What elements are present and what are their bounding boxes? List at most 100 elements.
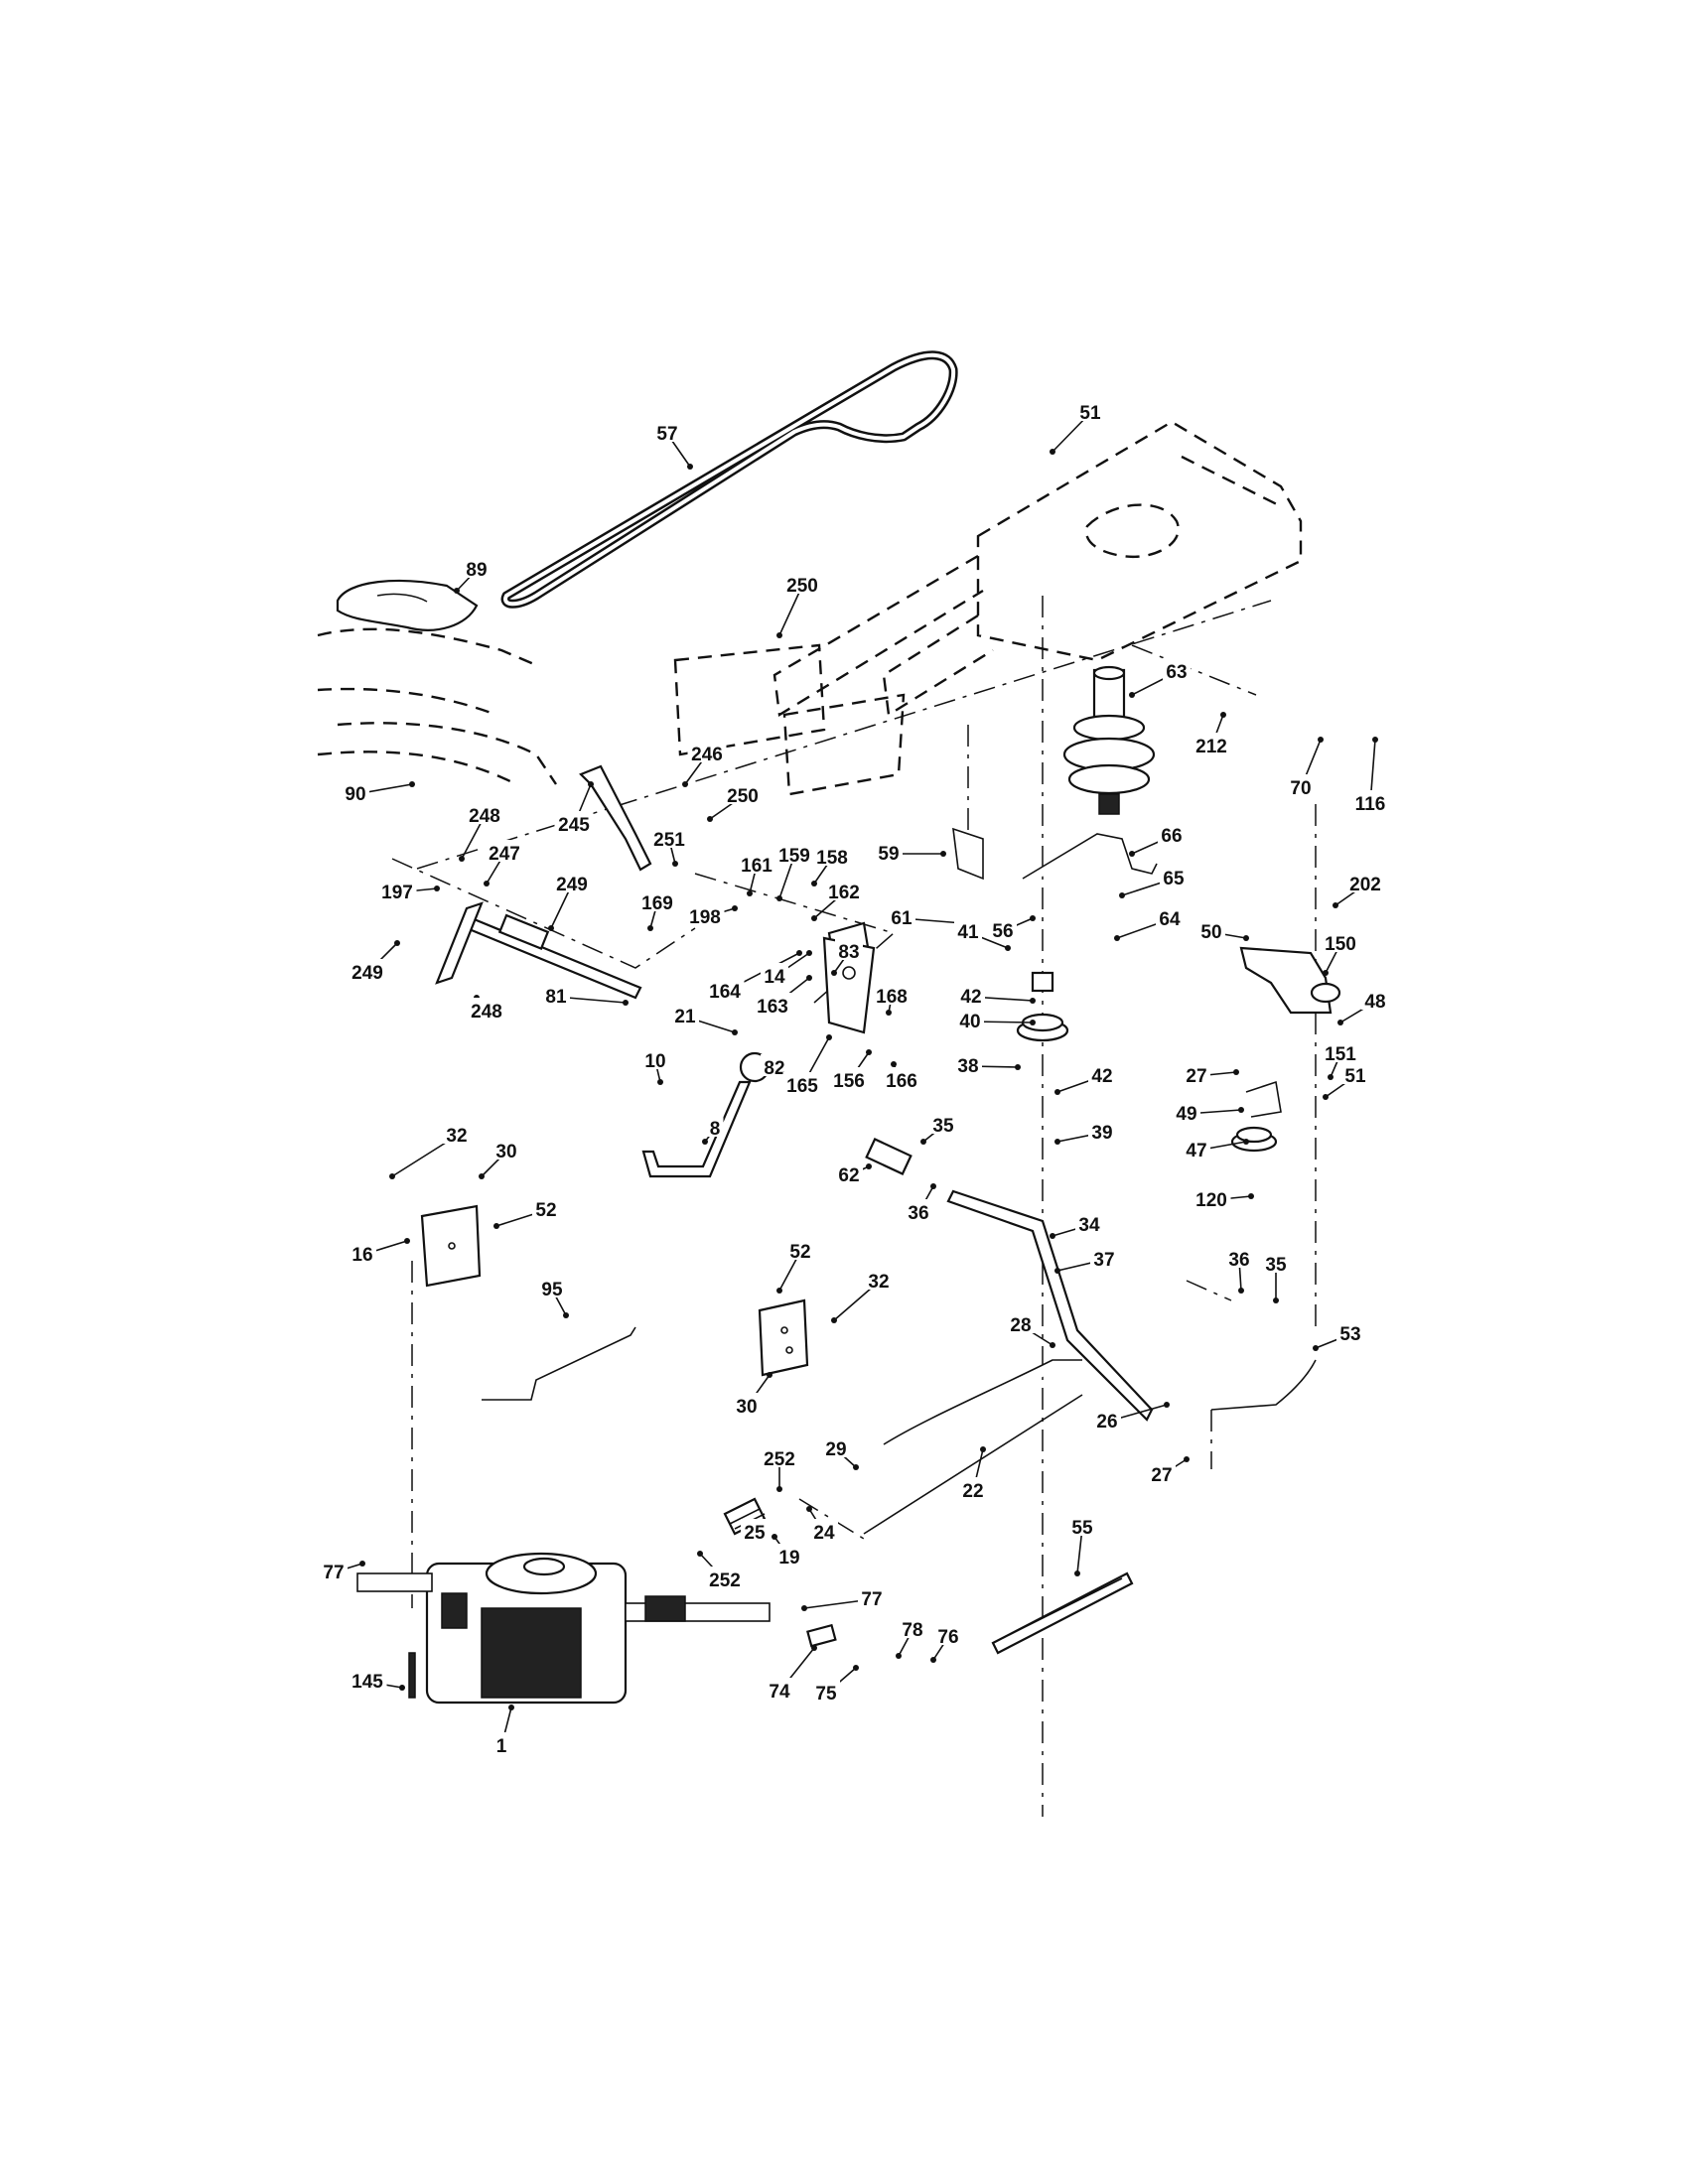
leader-dot xyxy=(1318,737,1324,743)
part-number-label: 168 xyxy=(876,987,908,1008)
transaxle-drawing xyxy=(356,1552,771,1705)
callout-shift-lever: 8 xyxy=(702,1115,724,1145)
link-drawing xyxy=(435,901,484,985)
leader-dot xyxy=(1050,1233,1055,1239)
label-background xyxy=(641,1047,669,1069)
callout-belt-guide: 59 xyxy=(875,840,946,865)
part-number-label: 70 xyxy=(1290,778,1311,799)
part-number-label: 89 xyxy=(466,560,487,581)
leader-dot xyxy=(1050,449,1055,455)
spacer-74-drawing xyxy=(806,1623,837,1648)
leader-dot xyxy=(1054,1139,1060,1145)
leader-dot xyxy=(1333,902,1338,908)
label-background xyxy=(858,1585,886,1607)
callout-bolt: 145 xyxy=(348,1668,405,1693)
leader-dot xyxy=(930,1183,936,1189)
part-number-label: 1 xyxy=(496,1736,507,1757)
leader-dot xyxy=(647,925,653,931)
label-background xyxy=(348,959,387,981)
part-number-label: 34 xyxy=(1078,1215,1100,1236)
leader-dot xyxy=(1337,1020,1343,1025)
label-background xyxy=(954,918,982,940)
leader-dot xyxy=(831,1317,837,1323)
label-background xyxy=(542,983,570,1005)
leader-dot xyxy=(811,881,817,887)
leader-dot xyxy=(776,895,782,901)
part-number-label: 32 xyxy=(868,1272,889,1293)
leader-dot xyxy=(1328,1074,1333,1080)
leader-line xyxy=(778,585,803,636)
part-number-label: 81 xyxy=(545,987,567,1008)
label-background xyxy=(687,741,727,762)
part-number-label: 53 xyxy=(1339,1324,1360,1345)
part-number-label: 49 xyxy=(1176,1104,1196,1125)
label-background xyxy=(905,1199,932,1221)
leader-dot xyxy=(776,1288,782,1294)
label-background xyxy=(954,1052,982,1074)
part-number-label: 78 xyxy=(902,1620,922,1641)
part-number-label: 248 xyxy=(469,806,500,827)
leader-dot xyxy=(1119,892,1125,898)
label-background xyxy=(554,811,594,833)
leader-dot xyxy=(853,1464,859,1470)
part-number-label: 62 xyxy=(838,1165,859,1186)
leader-dot xyxy=(930,1657,936,1663)
label-background xyxy=(761,963,788,985)
callout-bushing: 35 xyxy=(920,1112,957,1145)
part-number-label: 151 xyxy=(1325,1044,1356,1065)
part-number-label: 169 xyxy=(641,893,673,914)
part-number-label: 10 xyxy=(644,1051,665,1072)
leader-dot xyxy=(732,905,738,911)
leader-dot xyxy=(434,886,440,891)
callout-shift-knob: 89 xyxy=(454,556,491,594)
callout-bolt: 116 xyxy=(1350,737,1390,815)
callout-spacer: 62 xyxy=(835,1161,872,1186)
label-background xyxy=(865,1268,893,1290)
leader-dot xyxy=(886,1010,892,1016)
callout-cross-shaft: 34 xyxy=(1050,1211,1103,1239)
leader-dot xyxy=(811,1645,817,1651)
label-background xyxy=(1173,1100,1200,1122)
label-background xyxy=(532,1196,560,1218)
callout-lever: 245 xyxy=(554,781,594,836)
idler-pulley-47-drawing xyxy=(1230,1080,1282,1153)
leader-dot xyxy=(747,890,753,896)
leader-dot xyxy=(588,781,594,787)
label-background xyxy=(1007,1311,1035,1333)
label-background xyxy=(671,1003,699,1024)
part-number-label: 42 xyxy=(1091,1066,1112,1087)
leader-dot xyxy=(801,1605,807,1611)
drive-belt-drawing xyxy=(500,350,958,609)
label-background xyxy=(766,1678,793,1700)
callout-nut: 52 xyxy=(493,1196,560,1229)
part-number-label: 246 xyxy=(691,745,723,765)
belt-guide-drawing xyxy=(952,827,984,881)
label-background xyxy=(1075,1211,1103,1233)
label-background xyxy=(810,1519,838,1541)
callout-retaining-ring: 76 xyxy=(930,1623,962,1663)
leader-dot xyxy=(1129,692,1135,698)
part-number-label: 165 xyxy=(786,1076,818,1097)
label-background xyxy=(822,1435,850,1457)
callout-bolt: 39 xyxy=(1054,1119,1116,1145)
callout-belt-guide: 66 xyxy=(1129,822,1186,857)
callout-bolt: 27 xyxy=(1183,1062,1239,1087)
leader-dot xyxy=(772,1534,777,1540)
callout-idler-pulley: 38 xyxy=(954,1052,1021,1077)
label-background xyxy=(1156,905,1184,927)
callout-bolt: 50 xyxy=(1197,918,1249,943)
callout-bolt: 83 xyxy=(831,938,863,976)
bracket-30-drawing xyxy=(420,1204,482,1288)
leader-dot xyxy=(831,970,837,976)
callout-bolt: 248 xyxy=(459,802,504,862)
label-background xyxy=(782,572,822,594)
rod-95-drawing xyxy=(482,1326,636,1401)
label-background xyxy=(492,1138,520,1160)
rod-22-drawing xyxy=(863,1394,1083,1535)
part-number-label: 38 xyxy=(957,1056,978,1077)
label-background xyxy=(959,1477,987,1499)
label-background xyxy=(1068,1514,1096,1536)
part-number-label: 120 xyxy=(1195,1190,1227,1211)
leader-dot xyxy=(866,1163,872,1169)
